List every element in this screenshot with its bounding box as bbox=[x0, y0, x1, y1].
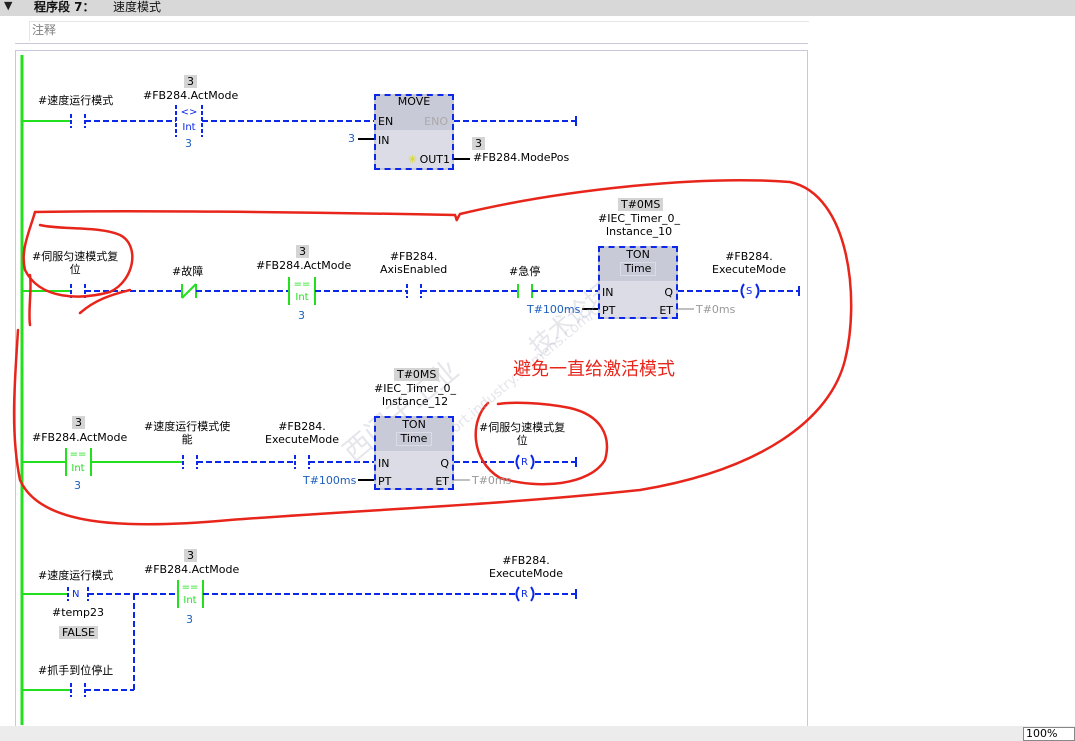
rung-3-wires bbox=[22, 448, 577, 481]
rung4-compare-value[interactable]: 3 bbox=[186, 613, 193, 626]
rung2-contact3-operand[interactable]: #FB284. AxisEnabled bbox=[380, 250, 448, 276]
rung1-contact-operand[interactable]: #速度运行模式 bbox=[38, 94, 114, 107]
move-eno-pin: ENO bbox=[424, 115, 448, 128]
red-annotation-strokes bbox=[12, 179, 853, 526]
network-title[interactable]: 速度模式 bbox=[113, 0, 162, 14]
rung2-compare-operator: == bbox=[293, 279, 311, 290]
annotation-text: 避免一直给激活模式 bbox=[513, 359, 675, 380]
rung3-compare-operand[interactable]: #FB284.ActMode bbox=[32, 431, 128, 444]
move-en-pin: EN bbox=[378, 115, 394, 128]
timer12-type: TON bbox=[402, 418, 426, 431]
rung2-compare-operand[interactable]: #FB284.ActMode bbox=[256, 259, 352, 272]
timer12-in-pin: IN bbox=[378, 457, 390, 470]
timer10-in-pin: IN bbox=[602, 286, 614, 299]
rung-1-wires bbox=[22, 105, 577, 160]
rung2-compare-value[interactable]: 3 bbox=[298, 309, 305, 322]
timer10-instance[interactable]: #IEC_Timer_0_ Instance_10 bbox=[598, 212, 681, 238]
rung4-compare-operator: == bbox=[181, 582, 199, 593]
rung2-nc-contact-operand[interactable]: #故障 bbox=[172, 265, 204, 278]
move-out-monitor-value: 3 bbox=[472, 137, 485, 150]
edge-memory-bit[interactable]: #temp23 bbox=[52, 606, 104, 619]
negative-edge-contact[interactable]: N bbox=[72, 589, 80, 600]
rung2-contact4-operand[interactable]: #急停 bbox=[509, 265, 541, 278]
network-comment-field[interactable]: 注释 bbox=[29, 21, 809, 41]
rung3-coil-operand[interactable]: #伺服匀速模式复 位 bbox=[479, 421, 566, 447]
edge-memory-monitor-value: FALSE bbox=[59, 626, 98, 639]
timer12-pt-value[interactable]: T#100ms bbox=[303, 474, 357, 487]
add-output-icon[interactable]: ✳ bbox=[408, 153, 418, 166]
rung1-compare-operand[interactable]: #FB284.ActMode bbox=[143, 89, 239, 102]
move-out-operand[interactable]: #FB284.ModePos bbox=[473, 151, 570, 164]
move-block-title: MOVE bbox=[376, 96, 452, 110]
timer12-et-value[interactable]: T#0ms bbox=[472, 474, 512, 487]
timer12-pt-pin: PT bbox=[378, 475, 392, 488]
rung2-contact1-operand[interactable]: #伺服匀速模式复 位 bbox=[32, 250, 119, 276]
move-in-pin: IN bbox=[378, 134, 390, 147]
rung-2-wires bbox=[22, 277, 800, 310]
rung2-coil-operand[interactable]: #FB284. ExecuteMode bbox=[712, 250, 786, 276]
rung4-contact1-operand[interactable]: #速度运行模式 bbox=[38, 569, 114, 582]
rung4-compare-monitor-value: 3 bbox=[184, 549, 197, 562]
rung2-compare-datatype: Int bbox=[295, 292, 309, 303]
timer12-et-pin: ET bbox=[435, 475, 449, 488]
timer10-et-pin: ET bbox=[659, 304, 673, 317]
status-bar bbox=[0, 726, 1075, 741]
network-number: 程序段 7： bbox=[34, 0, 95, 14]
rung3-contact1-operand[interactable]: #速度运行模式使 能 bbox=[144, 420, 231, 446]
reset-coil[interactable]: R bbox=[521, 589, 528, 600]
timer10-monitor-value: T#0MS bbox=[618, 198, 664, 211]
ton-timer-block-12[interactable]: TON Time IN Q PT ET bbox=[374, 416, 454, 490]
rung1-compare-value[interactable]: 3 bbox=[185, 137, 192, 150]
rung1-compare-datatype: Int bbox=[182, 122, 196, 133]
timer12-monitor-value: T#0MS bbox=[394, 368, 440, 381]
rung4-compare-operand[interactable]: #FB284.ActMode bbox=[144, 563, 240, 576]
rung-4-wires bbox=[22, 580, 577, 697]
rung3-compare-datatype: Int bbox=[71, 463, 85, 474]
rung4-compare-datatype: Int bbox=[183, 595, 197, 606]
reset-coil[interactable]: R bbox=[521, 457, 528, 468]
timer12-subtype[interactable]: Time bbox=[395, 432, 433, 446]
rung3-contact2-operand[interactable]: #FB284. ExecuteMode bbox=[265, 420, 339, 446]
rung1-compare-monitor-value: 3 bbox=[184, 75, 197, 88]
timer10-type: TON bbox=[626, 248, 650, 261]
divider bbox=[15, 43, 808, 44]
timer10-pt-pin: PT bbox=[602, 304, 616, 317]
timer10-subtype[interactable]: Time bbox=[619, 262, 657, 276]
timer10-q-pin: Q bbox=[664, 286, 673, 299]
timer12-instance[interactable]: #IEC_Timer_0_ Instance_12 bbox=[374, 382, 457, 408]
rung4-coil-operand[interactable]: #FB284. ExecuteMode bbox=[489, 554, 563, 580]
move-block[interactable]: MOVE EN ENO IN ✳ OUT1 bbox=[374, 94, 454, 170]
move-out-pin: OUT1 bbox=[419, 153, 450, 166]
set-coil[interactable]: S bbox=[746, 286, 753, 297]
collapse-toggle-icon[interactable]: ▼ bbox=[4, 0, 13, 12]
network-header[interactable]: ▼ 程序段 7： 速度模式 bbox=[0, 0, 1075, 16]
rung3-compare-operator: == bbox=[69, 449, 87, 460]
timer10-et-value[interactable]: T#0ms bbox=[696, 303, 736, 316]
timer12-q-pin: Q bbox=[440, 457, 449, 470]
rung2-compare-monitor-value: 3 bbox=[296, 245, 309, 258]
rung3-compare-value[interactable]: 3 bbox=[74, 479, 81, 492]
move-in-value[interactable]: 3 bbox=[348, 132, 355, 145]
zoom-level-field[interactable]: 100% bbox=[1023, 727, 1075, 741]
rung1-compare-operator: <> bbox=[180, 107, 198, 118]
rung4-contact2-operand[interactable]: #抓手到位停止 bbox=[38, 664, 114, 677]
rung3-compare-monitor-value: 3 bbox=[72, 416, 85, 429]
timer10-pt-value[interactable]: T#100ms bbox=[527, 303, 581, 316]
ton-timer-block-10[interactable]: TON Time IN Q PT ET bbox=[598, 246, 678, 319]
